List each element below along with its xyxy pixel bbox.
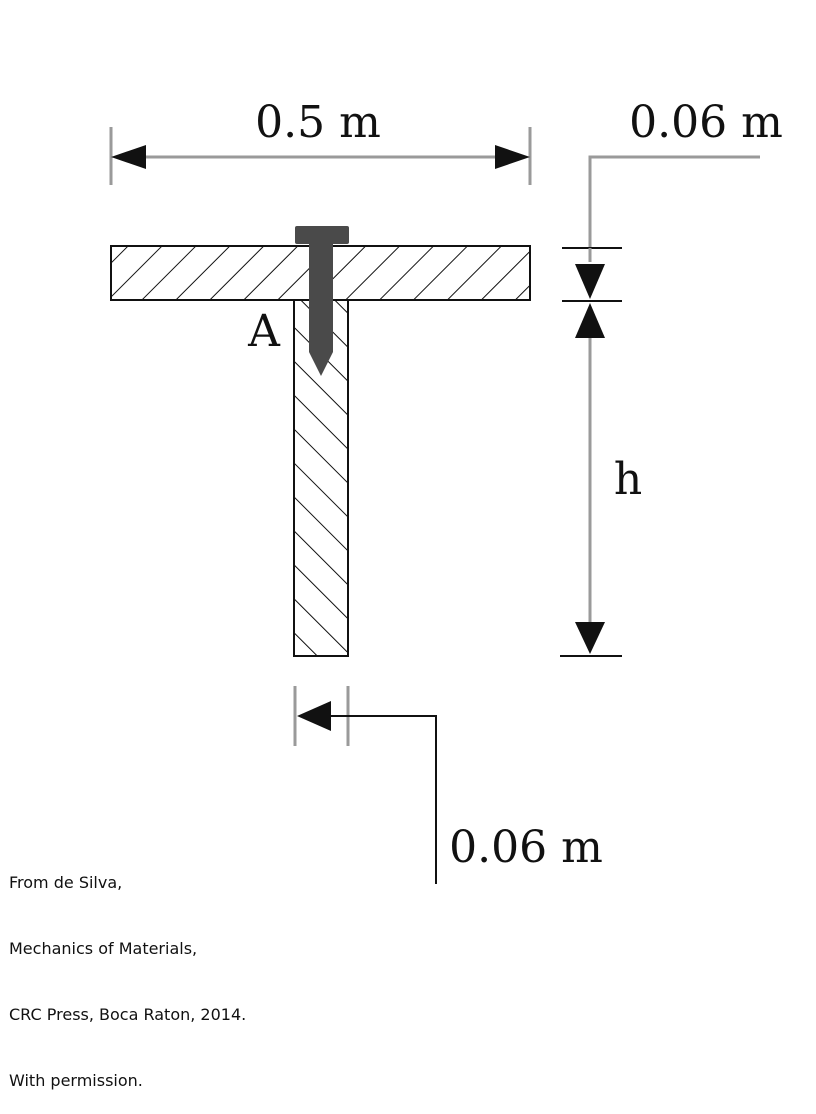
web-thickness-label: 0.06 m xyxy=(449,822,603,873)
pin xyxy=(295,226,349,376)
web-height-label: h xyxy=(614,454,642,505)
flange-thickness-dimension: 0.06 m xyxy=(562,97,783,302)
web-thickness-dimension: 0.06 m xyxy=(293,686,603,884)
flange-width-dimension: 0.5 m xyxy=(109,97,532,185)
web-height-dimension: h xyxy=(560,303,642,657)
t-beam-diagram: 0.5 m 0.06 m h A 0.06 m xyxy=(109,97,783,884)
credit-line-2: Mechanics of Materials, xyxy=(9,939,198,958)
point-a-label: A xyxy=(247,306,281,357)
credit-line-3: CRC Press, Boca Raton, 2014. xyxy=(9,1005,247,1024)
flange-thickness-label: 0.06 m xyxy=(629,97,783,148)
flange-width-label: 0.5 m xyxy=(255,97,381,148)
credit-line-4: With permission. xyxy=(9,1071,143,1090)
credit-line-1: From de Silva, xyxy=(9,873,123,892)
credit-text: From de Silva, Mechanics of Materials, C… xyxy=(9,828,246,1114)
